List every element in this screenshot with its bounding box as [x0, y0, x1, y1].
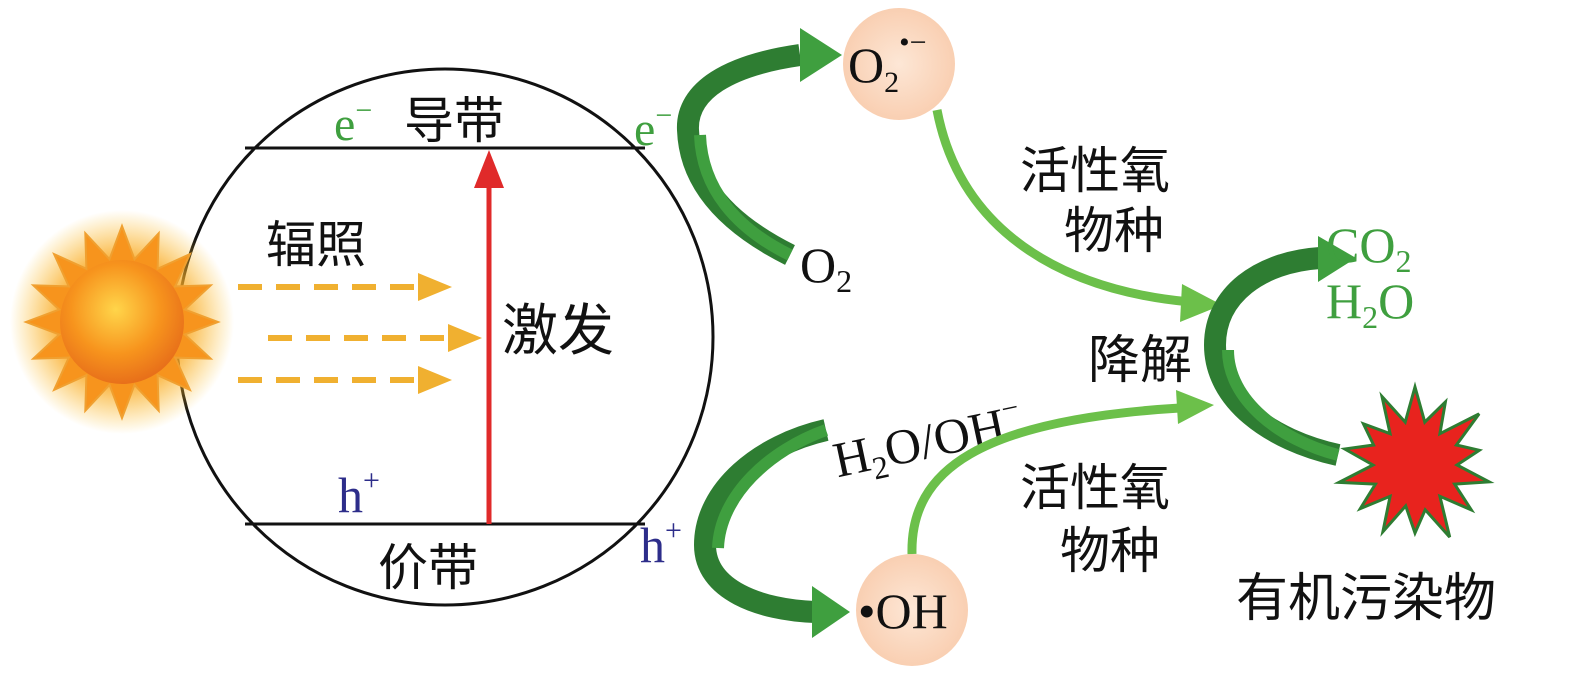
vb-hole: h+ — [338, 464, 380, 523]
hydroxyl-bubble — [856, 554, 968, 666]
conduction-band-label: 导带 — [404, 92, 504, 150]
irradiation-arrows — [238, 273, 482, 394]
h2o-label: H2O — [1326, 273, 1414, 335]
reduction-electron: e− — [634, 99, 672, 156]
oxidation-arrow — [693, 419, 850, 638]
ros-lower-arrow — [907, 390, 1214, 555]
cb-electron: e− — [334, 94, 372, 151]
degradation-label: 降解 — [1088, 331, 1192, 391]
sun-icon — [10, 210, 234, 434]
starburst-icon — [1333, 381, 1495, 539]
irradiation-label: 辐照 — [266, 216, 366, 274]
ros-lower-line2: 物种 — [1060, 522, 1160, 580]
ros-upper-line2: 物种 — [1064, 202, 1164, 260]
excitation-arrow — [474, 150, 504, 524]
reduction-arrow — [677, 28, 842, 265]
ros-upper-arrow — [932, 109, 1222, 322]
valence-band-label: 价带 — [378, 539, 478, 597]
ros-lower-line1: 活性氧 — [1020, 459, 1170, 517]
oxygen-reactant: O2 — [800, 237, 852, 299]
co2-label: CO2 — [1326, 217, 1411, 279]
oxidation-hole: h+ — [640, 514, 682, 573]
superoxide-label: O2•− — [848, 26, 927, 99]
excitation-label: 激发 — [502, 299, 614, 364]
superoxide-bubble — [843, 8, 955, 120]
pollutant-label: 有机污染物 — [1236, 569, 1496, 629]
degradation-arrow — [1203, 236, 1356, 466]
ros-upper-line1: 活性氧 — [1020, 142, 1170, 200]
hydroxyl-label: •OH — [858, 583, 948, 639]
